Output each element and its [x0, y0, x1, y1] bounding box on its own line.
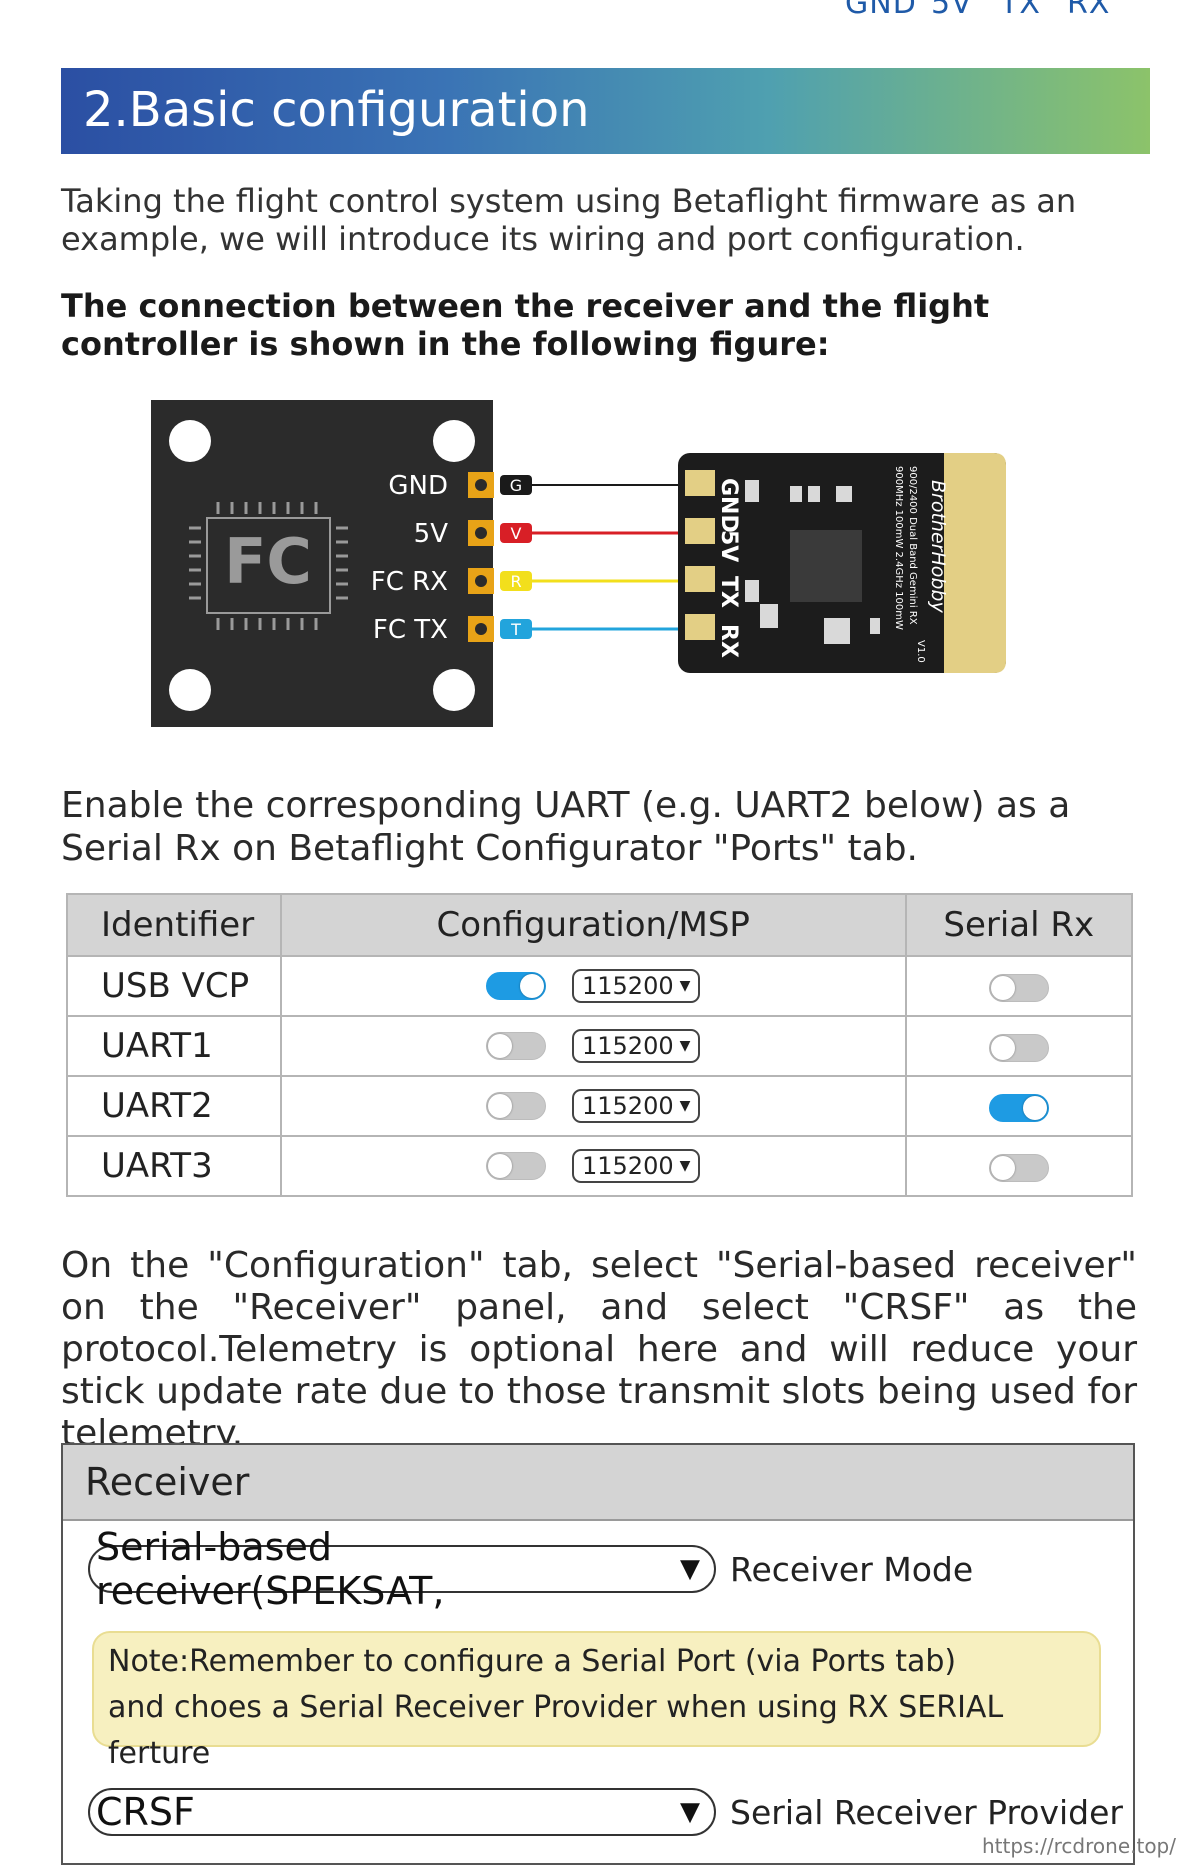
baud-rate-value: 115200 [582, 1032, 674, 1060]
chevron-down-icon: ▼ [679, 1038, 691, 1054]
port-serial-rx-cell [904, 1135, 1134, 1197]
fc-mount-hole [433, 669, 475, 711]
msp-toggle[interactable] [486, 1032, 546, 1060]
rx-pin-label-tx: TX [716, 576, 741, 608]
tag-r: R [510, 572, 521, 591]
intro-text: Taking the flight control system using B… [61, 182, 1077, 258]
ports-table: Identifier Configuration/MSP Serial Rx U… [66, 893, 1134, 1197]
watermark: https://rcdrone.top/ [981, 1834, 1176, 1858]
port-configuration-cell: 115200 ▼ [279, 955, 907, 1017]
rx-version: V1.0 [915, 640, 926, 663]
fc-mount-hole [169, 669, 211, 711]
serial-rx-toggle[interactable] [988, 1033, 1049, 1062]
rx-brand: BrotherHobby [927, 480, 949, 613]
port-configuration-cell: 115200 ▼ [279, 1015, 907, 1077]
chevron-down-icon: ▼ [680, 1554, 700, 1584]
fc-pin-label-5v: 5V [414, 519, 449, 549]
receiver-mode-label: Receiver Mode [730, 1549, 974, 1589]
baud-rate-select[interactable]: 115200 ▼ [572, 1029, 701, 1063]
connector-tags: G V R T [500, 475, 532, 639]
receiver-board: GND 5V TX RX BrotherHobby 900/2400 Dual … [678, 453, 1006, 673]
fc-chip-label: FC [224, 525, 312, 598]
port-identifier: UART1 [66, 1015, 282, 1077]
receiver-panel-title: Receiver [63, 1445, 1133, 1521]
baud-rate-select[interactable]: 115200 ▼ [572, 969, 701, 1003]
top-pin-labels: GND 5V TX RX [845, 0, 1145, 21]
rx-pin-label-rx: RX [716, 624, 741, 658]
top-label-tx: TX [1000, 0, 1041, 21]
note-line-2: and choes a Serial Receiver Provider whe… [108, 1690, 1004, 1771]
receiver-mode-select[interactable]: Serial-based receiver(SPEKSAT, ▼ [88, 1525, 716, 1613]
receiver-mode-value: Serial-based receiver(SPEKSAT, [96, 1525, 445, 1613]
fc-pin-label-gnd: GND [388, 471, 448, 501]
port-configuration-cell: 115200 ▼ [279, 1135, 907, 1197]
ports-table-row: UART1 115200 ▼ [66, 1015, 1134, 1077]
top-label-gnd: GND [845, 0, 917, 21]
fc-mount-hole [169, 420, 211, 462]
baud-rate-value: 115200 [582, 1152, 674, 1180]
msp-toggle[interactable] [486, 972, 546, 1000]
serial-rx-toggle[interactable] [988, 973, 1049, 1002]
top-label-rx: RX [1067, 0, 1111, 21]
rx-pin-label-gnd: GND [716, 478, 741, 533]
baud-rate-select[interactable]: 115200 ▼ [572, 1149, 701, 1183]
section-header: 2.Basic configuration [61, 68, 1150, 154]
msp-toggle[interactable] [486, 1152, 546, 1180]
ports-table-row: USB VCP 115200 ▼ [66, 955, 1134, 1017]
ports-table-row: UART2 115200 ▼ [66, 1075, 1134, 1137]
section-title: 2.Basic configuration [83, 82, 590, 138]
column-configuration-msp: Configuration/MSP [279, 893, 907, 957]
receiver-chip [790, 530, 862, 602]
note-line-1: Note:Remember to configure a Serial Port… [108, 1644, 957, 1679]
serial-rx-toggle[interactable] [988, 1153, 1049, 1182]
port-identifier: UART3 [66, 1135, 282, 1197]
fc-pin-label-rx: FC RX [371, 567, 448, 597]
fc-chip: FC [189, 502, 348, 630]
wiring-diagram: FC GND 5V FC RX FC TX G V R T [151, 400, 1006, 727]
receiver-panel: Receiver Serial-based receiver(SPEKSAT, … [61, 1443, 1135, 1865]
baud-rate-select[interactable]: 115200 ▼ [572, 1089, 701, 1123]
top-label-5v: 5V [931, 0, 973, 21]
port-configuration-cell: 115200 ▼ [279, 1075, 907, 1137]
msp-toggle[interactable] [486, 1092, 546, 1120]
receiver-note: Note:Remember to configure a Serial Port… [92, 1631, 1101, 1771]
baud-rate-value: 115200 [582, 972, 674, 1000]
chevron-down-icon: ▼ [679, 978, 691, 994]
port-serial-rx-cell [904, 1075, 1134, 1137]
fc-pin-label-tx: FC TX [373, 615, 448, 645]
rx-pin-label-5v: 5V [716, 530, 741, 562]
port-serial-rx-cell [904, 1015, 1134, 1077]
ports-table-row: UART3 115200 ▼ [66, 1135, 1134, 1197]
column-serial-rx: Serial Rx [904, 893, 1134, 957]
serial-provider-value: CRSF [96, 1790, 195, 1834]
configuration-instruction: On the "Configuration" tab, select "Seri… [61, 1245, 1137, 1454]
chevron-down-icon: ▼ [680, 1797, 700, 1827]
tag-t: T [510, 620, 521, 639]
chevron-down-icon: ▼ [679, 1158, 691, 1174]
rx-model: 900/2400 Dual Band Gemini RX [907, 466, 918, 625]
ports-header-row: Identifier Configuration/MSP Serial Rx [66, 893, 1134, 957]
rx-specs: 900MHz 100mW 2.4GHz 100mW [893, 466, 904, 630]
fc-mount-hole [433, 420, 475, 462]
baud-rate-value: 115200 [582, 1092, 674, 1120]
serial-provider-label: Serial Receiver Provider [730, 1792, 1123, 1832]
uart-instruction: Enable the corresponding UART (e.g. UART… [61, 785, 1071, 869]
tag-g: G [510, 476, 522, 495]
port-identifier: USB VCP [66, 955, 282, 1017]
column-identifier: Identifier [66, 893, 282, 957]
serial-rx-toggle[interactable] [988, 1093, 1049, 1122]
chevron-down-icon: ▼ [679, 1098, 691, 1114]
receiver-mode-row: Serial-based receiver(SPEKSAT, ▼ Receive… [88, 1525, 974, 1613]
connection-heading: The connection between the receiver and … [61, 287, 990, 363]
serial-provider-select[interactable]: CRSF ▼ [88, 1788, 716, 1836]
serial-provider-row: CRSF ▼ Serial Receiver Provider [88, 1788, 1123, 1836]
port-identifier: UART2 [66, 1075, 282, 1137]
port-serial-rx-cell [904, 955, 1134, 1017]
tag-v: V [511, 524, 522, 543]
